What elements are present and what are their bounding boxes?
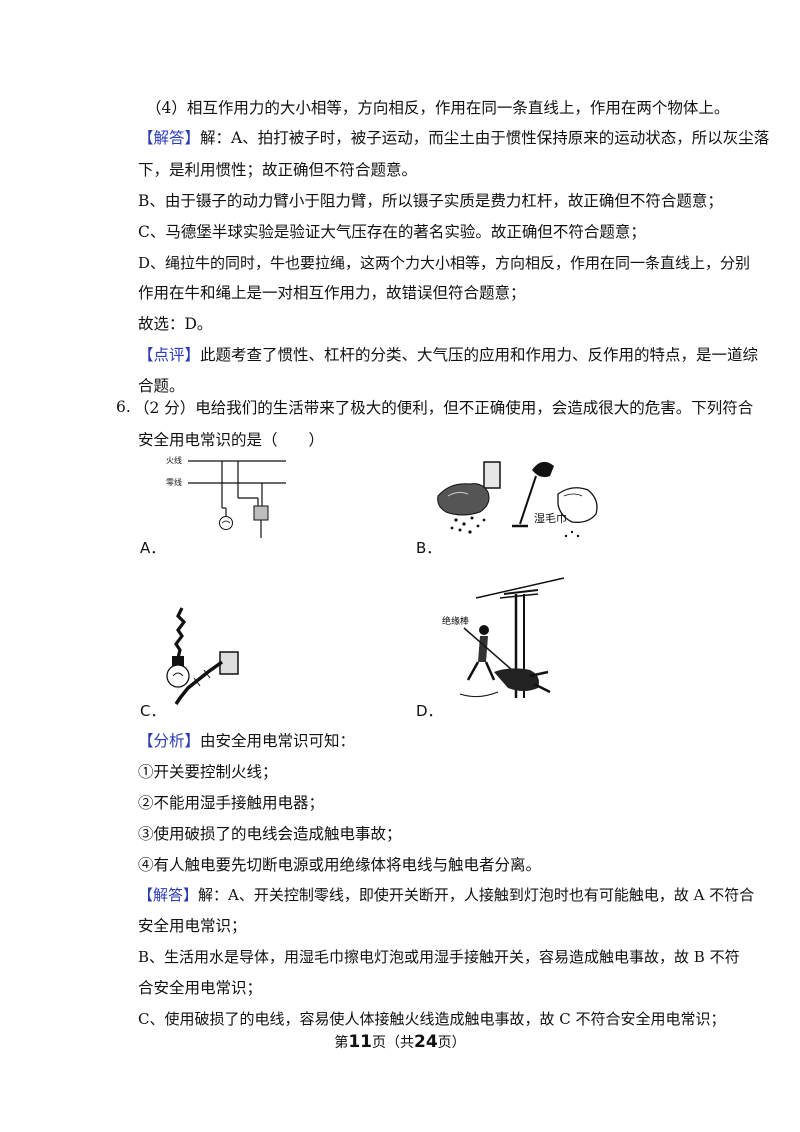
text-line-4: B、由于镊子的动力臂小于阻力臂，所以镊子实质是费力杠杆，故正确但不符合题意； <box>138 192 723 210</box>
analysis-line-2: ①开关要控制火线； <box>138 763 278 781</box>
switch-icon <box>253 505 269 521</box>
lamp-shade-icon <box>532 461 554 478</box>
option-d-insulated-rod-illustration: 绝缘棒 <box>442 577 565 698</box>
text-line-3: 下，是利用惯性；故正确但不符合题意。 <box>138 161 418 179</box>
text-line-8: 故选：D。 <box>138 315 213 333</box>
zero-wire-label: 零线 <box>166 477 182 487</box>
analysis-line-6: 【解答】解：A、开关控制零线，即使开关断开，人接触到灯泡时也有可能触电，故 A … <box>138 886 755 904</box>
analysis-line-5: ④有人触电要先切断电源或用绝缘体将电线与触电者分离。 <box>138 856 542 874</box>
rescuer-icon <box>479 625 489 635</box>
analysis-line-3: ②不能用湿手接触用电器； <box>138 794 325 812</box>
wet-hand-icon <box>437 483 490 516</box>
text-line-7: 作用在牛和绳上是一对相互作用力，故错误但符合题意； <box>138 284 526 302</box>
total-page-count: 24 <box>414 1032 438 1052</box>
victim-icon <box>494 668 539 691</box>
analysis-line-1: 【分析】由安全用电常识可知： <box>138 732 356 750</box>
fire-wire-label: 火线 <box>166 455 182 465</box>
insulated-rod-label: 绝缘棒 <box>442 615 469 627</box>
question-text-2: 安全用电常识的是（ ） <box>138 431 325 449</box>
option-d-label: D． <box>416 702 443 720</box>
current-page-number: 11 <box>348 1032 372 1052</box>
wet-towel-label: 湿毛巾 <box>534 511 567 525</box>
light-bulb-icon <box>166 664 190 688</box>
question-text-1: （2 分）电给我们的生活带来了极大的便利，但不正确使用，会造成很大的危害。下列符… <box>134 399 754 417</box>
text-line-6: D、绳拉牛的同时，牛也要拉绳，这两个力大小相等，方向相反，作用在同一条直线上，分… <box>138 254 751 272</box>
analysis-line-7: 安全用电常识； <box>138 917 247 935</box>
cord-icon <box>174 607 187 659</box>
text-line-2: 【解答】解：A、拍打被子时，被子运动，而尘土由于惯性保持原来的运动状态，所以灰尘… <box>138 129 770 147</box>
analysis-line-8: B、生活用水是导体，用湿毛巾擦电灯泡或用湿手接触开关，容易造成触电事故，故 B … <box>138 948 740 966</box>
page-footer: 第11页（共24页） <box>334 1032 466 1052</box>
analysis-line-9: 合安全用电常识； <box>138 979 263 997</box>
text-line-1: （4）相互作用力的大小相等，方向相反，作用在同一条直线上，作用在两个物体上。 <box>146 99 730 117</box>
option-b-wet-hand-illustration: 湿毛巾 <box>437 461 598 538</box>
option-b-label: B． <box>416 539 442 557</box>
bulb-icon <box>219 516 233 530</box>
question-number: 6. <box>116 398 131 416</box>
option-c-damaged-wire-illustration <box>166 607 239 705</box>
option-c-label: C． <box>140 702 166 720</box>
wall-switch-icon <box>483 461 501 489</box>
analysis-line-4: ③使用破损了的电线会造成触电事故； <box>138 825 402 843</box>
option-a-circuit-diagram: 火线 零线 <box>166 455 286 538</box>
analysis-line-10: C、使用破损了的电线，容易使人体接触火线造成触电事故，故 C 不符合安全用电常识… <box>138 1010 726 1028</box>
towel-hand-icon <box>557 487 598 523</box>
option-a-label: A． <box>140 539 166 557</box>
text-line-10: 合题。 <box>138 377 185 395</box>
text-line-5: C、马德堡半球实验是验证大气压存在的著名实验。故正确但不符合题意； <box>138 223 646 241</box>
text-line-9: 【点评】此题考查了惯性、杠杆的分类、大气压的应用和作用力、反作用的特点，是一道综 <box>138 346 759 364</box>
